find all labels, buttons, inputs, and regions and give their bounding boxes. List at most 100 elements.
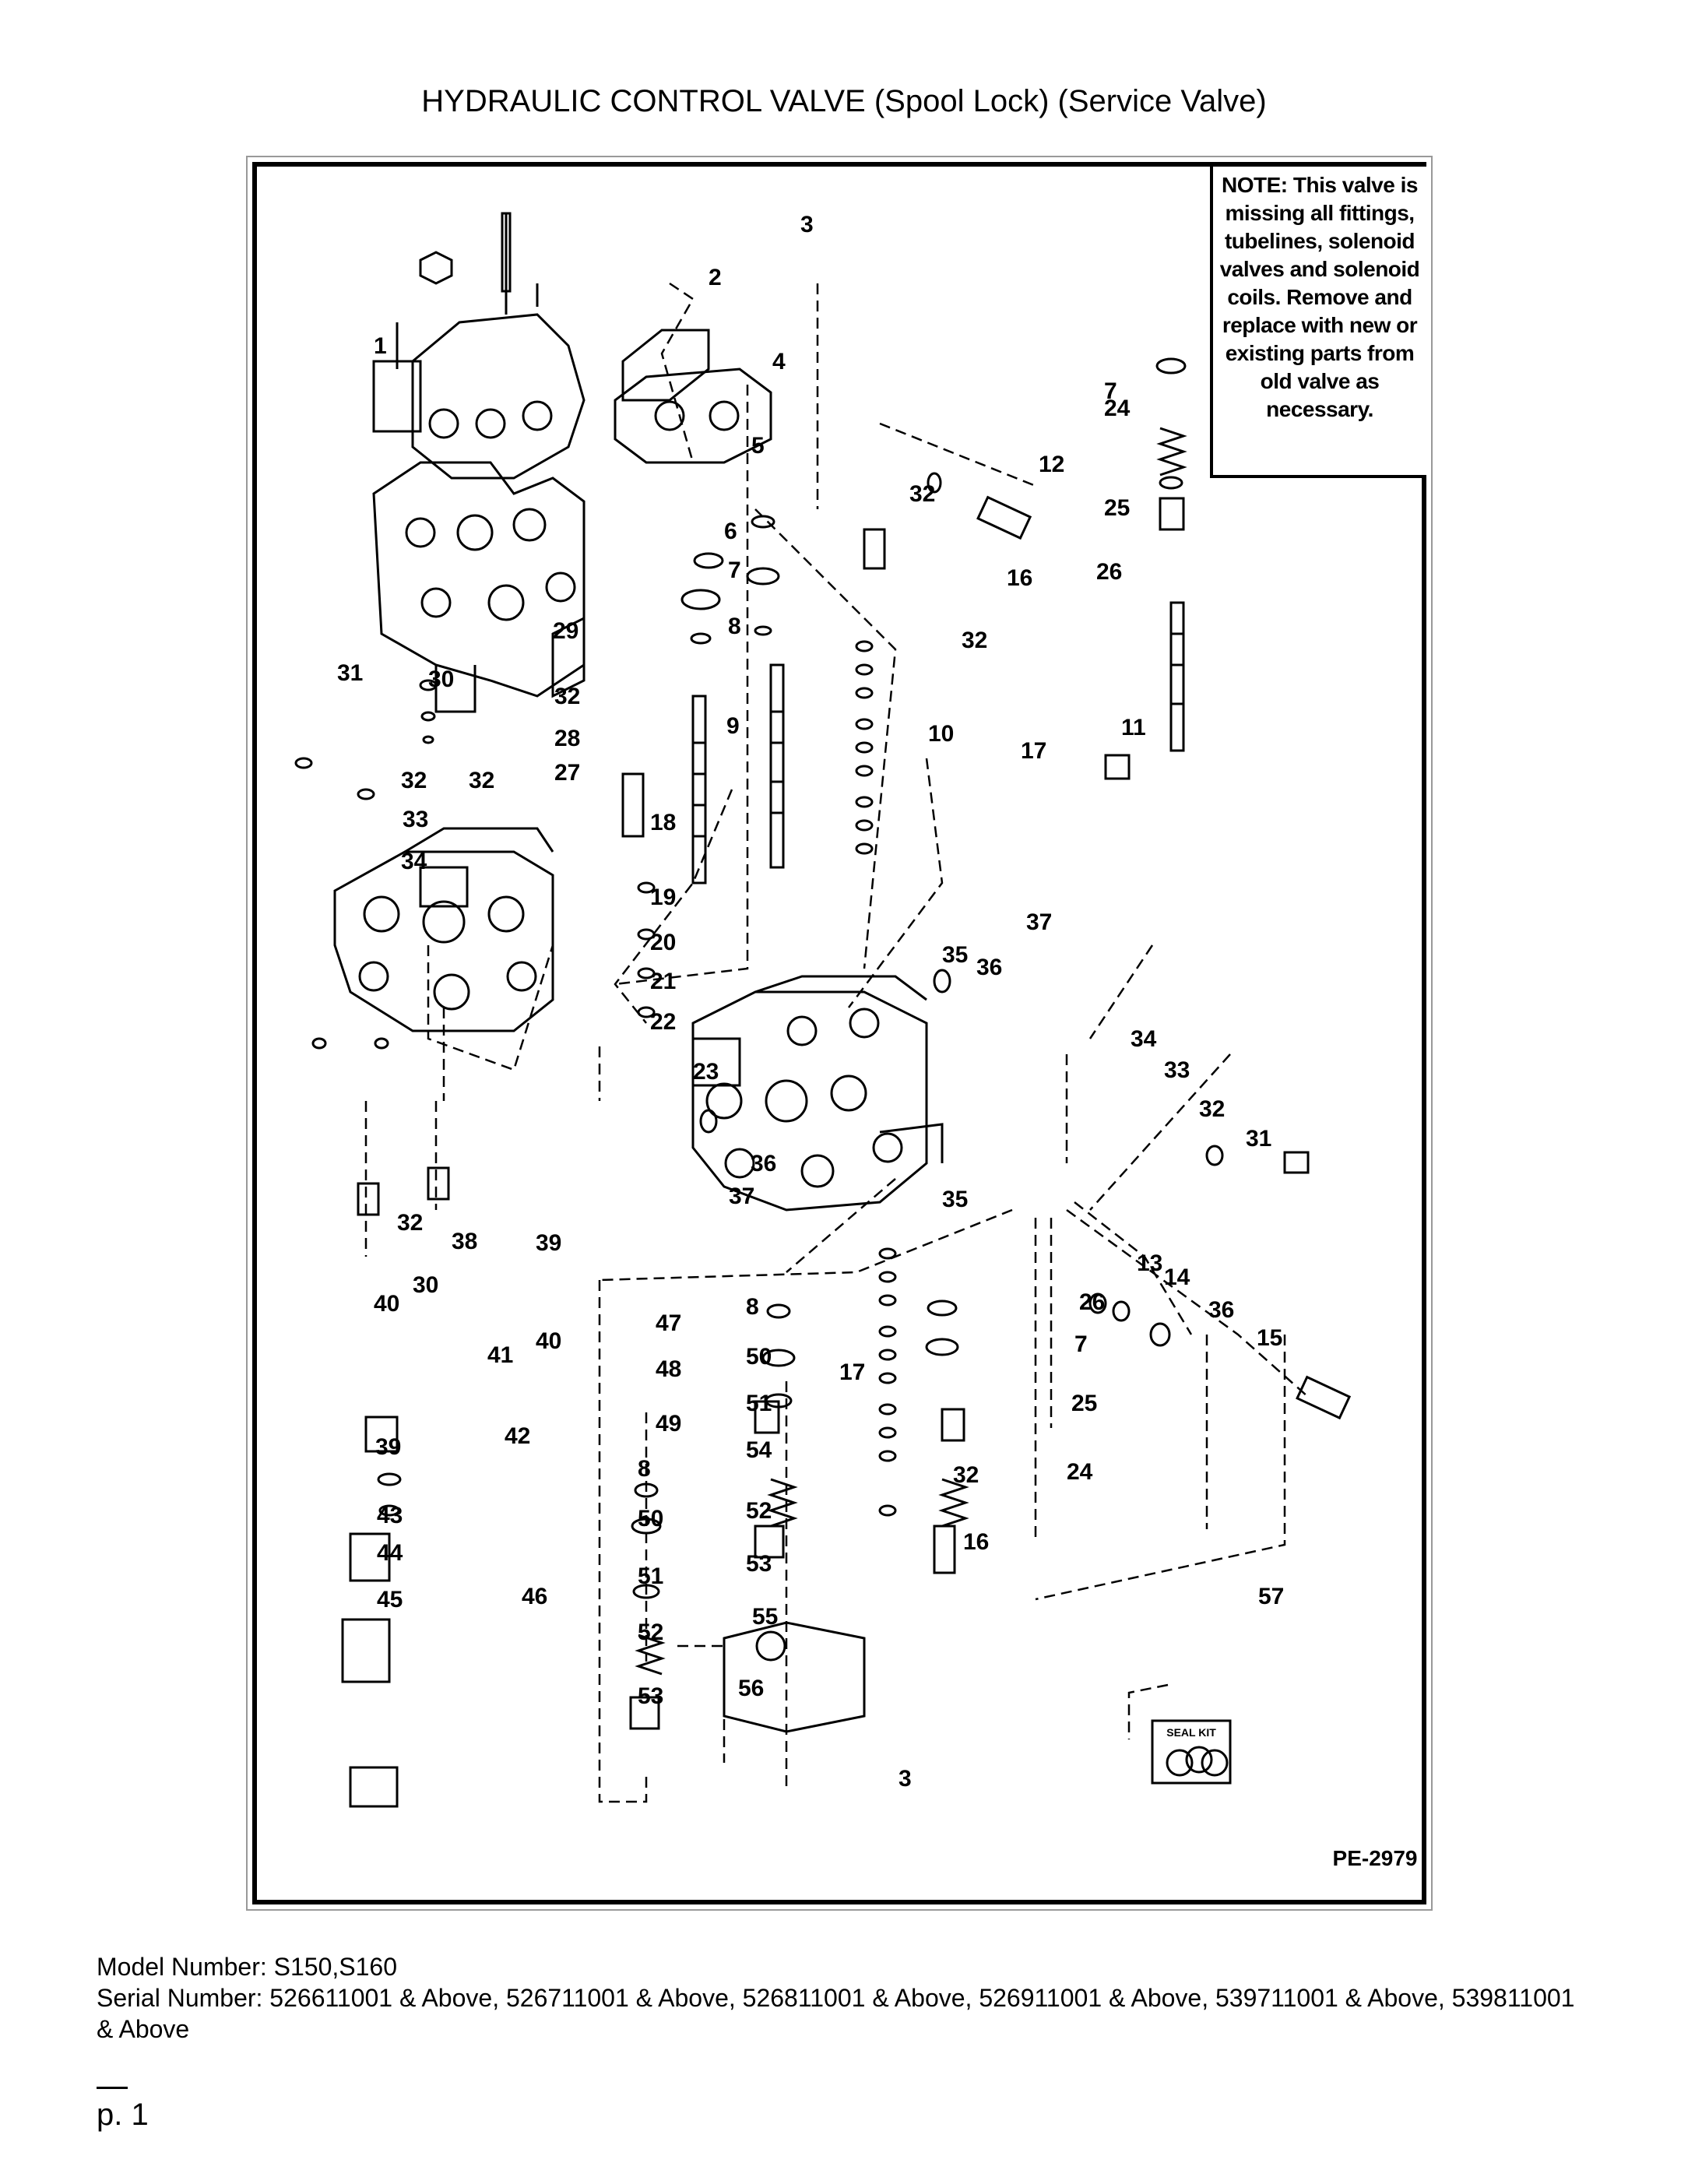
callout-26: 26 (1079, 1289, 1105, 1315)
callout-38: 38 (452, 1229, 477, 1254)
callout-51: 51 (746, 1391, 772, 1416)
callout-7: 7 (1074, 1331, 1088, 1357)
callout-31: 31 (1246, 1126, 1271, 1152)
callout-37: 37 (1026, 909, 1052, 935)
diagram-outer-frame (246, 156, 1433, 1911)
callout-40: 40 (536, 1328, 561, 1354)
diagram-frame (252, 162, 1426, 1904)
callout-34: 34 (401, 849, 427, 874)
part-drawings (294, 212, 1352, 1808)
callout-57: 57 (1258, 1584, 1284, 1609)
note-box: NOTE: This valve is missing all fittings… (1210, 167, 1426, 478)
callout-8: 8 (746, 1294, 759, 1320)
callout-36: 36 (1208, 1297, 1234, 1323)
callout-46: 46 (522, 1584, 547, 1609)
callout-33: 33 (403, 807, 428, 832)
callout-39: 39 (536, 1230, 561, 1256)
callout-8: 8 (638, 1456, 651, 1482)
callout-51: 51 (638, 1563, 663, 1589)
page-number-rule (97, 2087, 128, 2089)
callout-16: 16 (963, 1529, 989, 1555)
callout-32: 32 (962, 628, 987, 653)
callout-17: 17 (1021, 738, 1046, 764)
callout-50: 50 (746, 1344, 772, 1370)
callout-30: 30 (428, 666, 454, 692)
callout-26: 26 (1096, 559, 1122, 585)
callout-3: 3 (899, 1766, 912, 1792)
callout-12: 12 (1039, 452, 1064, 477)
callout-18: 18 (650, 810, 676, 835)
callout-10: 10 (928, 721, 954, 747)
callout-32: 32 (469, 768, 494, 793)
exploded-parts-diagram: SEAL KIT 1234567891011121617724252632322… (294, 212, 1417, 1870)
valve-assembly-icon (372, 283, 586, 713)
spring-icons (635, 427, 1187, 1676)
callout-56: 56 (738, 1676, 764, 1701)
callout-52: 52 (746, 1498, 772, 1524)
callout-48: 48 (656, 1356, 681, 1382)
callout-25: 25 (1104, 495, 1130, 521)
callout-52: 52 (638, 1620, 663, 1645)
callout-8: 8 (728, 614, 741, 639)
callout-2: 2 (709, 265, 722, 290)
callout-29: 29 (553, 618, 578, 644)
callout-5: 5 (751, 433, 765, 459)
assembly-dashed-lines (364, 282, 1309, 1803)
callout-16: 16 (1007, 565, 1032, 591)
callout-36: 36 (751, 1151, 776, 1176)
callout-7: 7 (1104, 378, 1117, 404)
callout-14: 14 (1164, 1264, 1190, 1290)
callout-13: 13 (1137, 1250, 1162, 1276)
callout-17: 17 (839, 1359, 865, 1385)
valve-body-icon (691, 975, 944, 1212)
callout-1: 1 (374, 333, 387, 359)
callout-32: 32 (397, 1210, 423, 1236)
callout-40: 40 (374, 1291, 399, 1317)
callout-32: 32 (401, 768, 427, 793)
callout-21: 21 (650, 969, 676, 994)
callout-54: 54 (746, 1437, 772, 1463)
callout-37: 37 (729, 1183, 754, 1209)
callout-50: 50 (638, 1506, 663, 1532)
callout-24: 24 (1067, 1459, 1093, 1485)
callout-22: 22 (650, 1009, 676, 1035)
callout-28: 28 (554, 726, 580, 751)
callout-45: 45 (377, 1587, 403, 1613)
model-number: Model Number: S150,S160 (97, 1953, 397, 1981)
callout-35: 35 (942, 942, 968, 968)
callout-47: 47 (656, 1310, 681, 1336)
secondary-valve-body-icon (333, 827, 554, 1032)
callout-25: 25 (1071, 1391, 1097, 1416)
seal-stack-icons (855, 640, 897, 1517)
callout-41: 41 (487, 1342, 513, 1368)
fitting-icons (341, 495, 1352, 1808)
callout-4: 4 (772, 349, 786, 375)
callout-23: 23 (693, 1059, 719, 1085)
callout-53: 53 (746, 1551, 772, 1577)
o-ring-icons (294, 357, 1224, 1599)
callout-7: 7 (728, 557, 741, 583)
callout-27: 27 (554, 760, 580, 786)
callout-32: 32 (909, 481, 935, 507)
callout-55: 55 (752, 1604, 778, 1630)
callout-36: 36 (976, 955, 1002, 980)
callout-32: 32 (1199, 1096, 1225, 1122)
callout-32: 32 (953, 1462, 979, 1488)
callout-49: 49 (656, 1411, 681, 1437)
callout-24: 24 (1104, 396, 1131, 421)
callout-30: 30 (413, 1272, 438, 1298)
spool-icons (691, 601, 1185, 885)
callout-43: 43 (377, 1503, 403, 1528)
note-lead: NOTE: (1222, 173, 1288, 197)
callout-34: 34 (1131, 1026, 1157, 1052)
serial-number: Serial Number: 526611001 & Above, 526711… (97, 1984, 1575, 2043)
page-title: HYDRAULIC CONTROL VALVE (Spool Lock) (Se… (421, 84, 1267, 118)
page-number: p. 1 (97, 2098, 149, 2132)
callout-31: 31 (337, 660, 363, 686)
callout-42: 42 (505, 1423, 530, 1449)
note-text: This valve is missing all fittings, tube… (1219, 173, 1420, 421)
callout-53: 53 (638, 1683, 663, 1709)
callout-15: 15 (1257, 1325, 1282, 1351)
callout-33: 33 (1164, 1057, 1190, 1083)
